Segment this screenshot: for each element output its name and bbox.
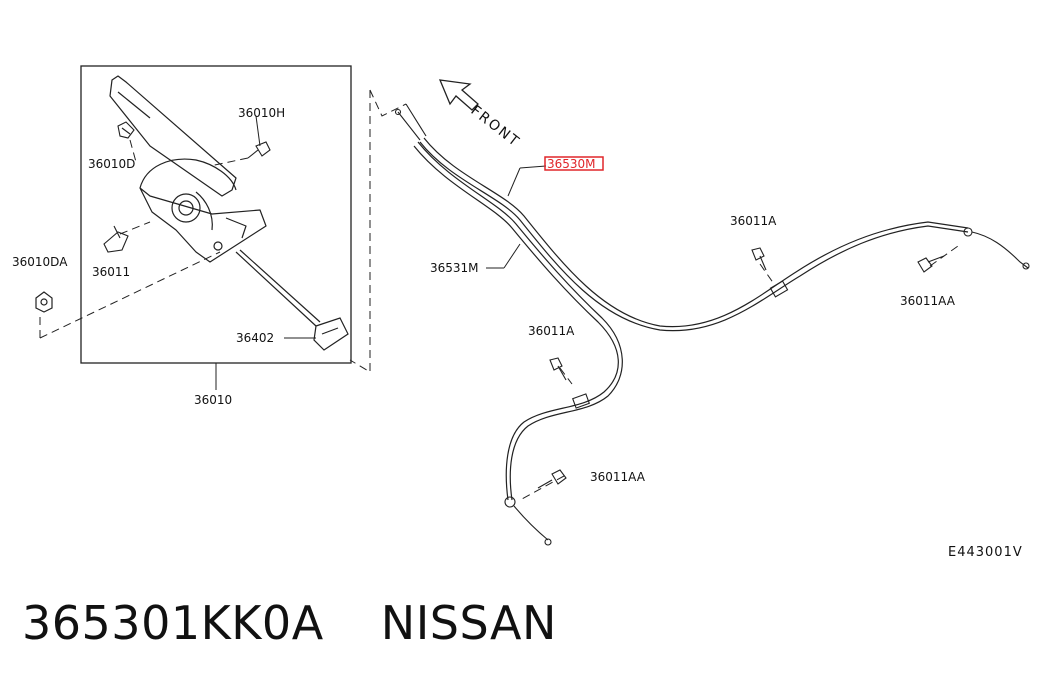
- part-caption: 365301KK0A NISSAN: [22, 596, 557, 650]
- clip-36011: [103, 225, 129, 253]
- label-36402: 36402: [236, 331, 274, 345]
- lever-assembly: [109, 75, 321, 327]
- switch-36402: [313, 317, 349, 351]
- label-36010DA: 36010DA: [12, 255, 68, 269]
- label-36010: 36010: [194, 393, 232, 407]
- label-36011A-lower: 36011A: [528, 324, 575, 338]
- part-number: 365301KK0A: [22, 596, 324, 650]
- label-36011: 36011: [92, 265, 130, 279]
- cable-brackets: [572, 280, 789, 409]
- nut-36010DA: [35, 291, 53, 313]
- cable-rear-left: [413, 141, 623, 501]
- bolt-36011AA-right: [917, 255, 945, 273]
- highlight-box: [544, 156, 604, 171]
- label-36530M: 36530M: [547, 157, 596, 171]
- bolt-36011A-upper: [751, 247, 767, 271]
- label-36011A-upper: 36011A: [730, 214, 777, 228]
- label-36531M: 36531M: [430, 261, 479, 275]
- cable-rear-right: [419, 137, 969, 332]
- bolt-36011A-lower: [549, 357, 567, 381]
- fastener-36010H: [247, 141, 271, 159]
- label-36010H: 36010H: [238, 106, 285, 120]
- brand-name: NISSAN: [380, 596, 557, 650]
- fastener-36010D: [117, 121, 135, 139]
- cable-ends: [394, 103, 1030, 546]
- label-leaders: [215, 115, 547, 390]
- label-36011AA-lower: 36011AA: [590, 470, 646, 484]
- front-label: FRONT: [468, 103, 523, 151]
- front-arrow-icon: [438, 79, 479, 111]
- bolt-36011AA-lower: [537, 469, 567, 489]
- dashed-leaders: [39, 89, 959, 501]
- label-36010D: 36010D: [88, 157, 135, 171]
- label-36011AA-right: 36011AA: [900, 294, 956, 308]
- drawing-code: E443001V: [948, 545, 1023, 560]
